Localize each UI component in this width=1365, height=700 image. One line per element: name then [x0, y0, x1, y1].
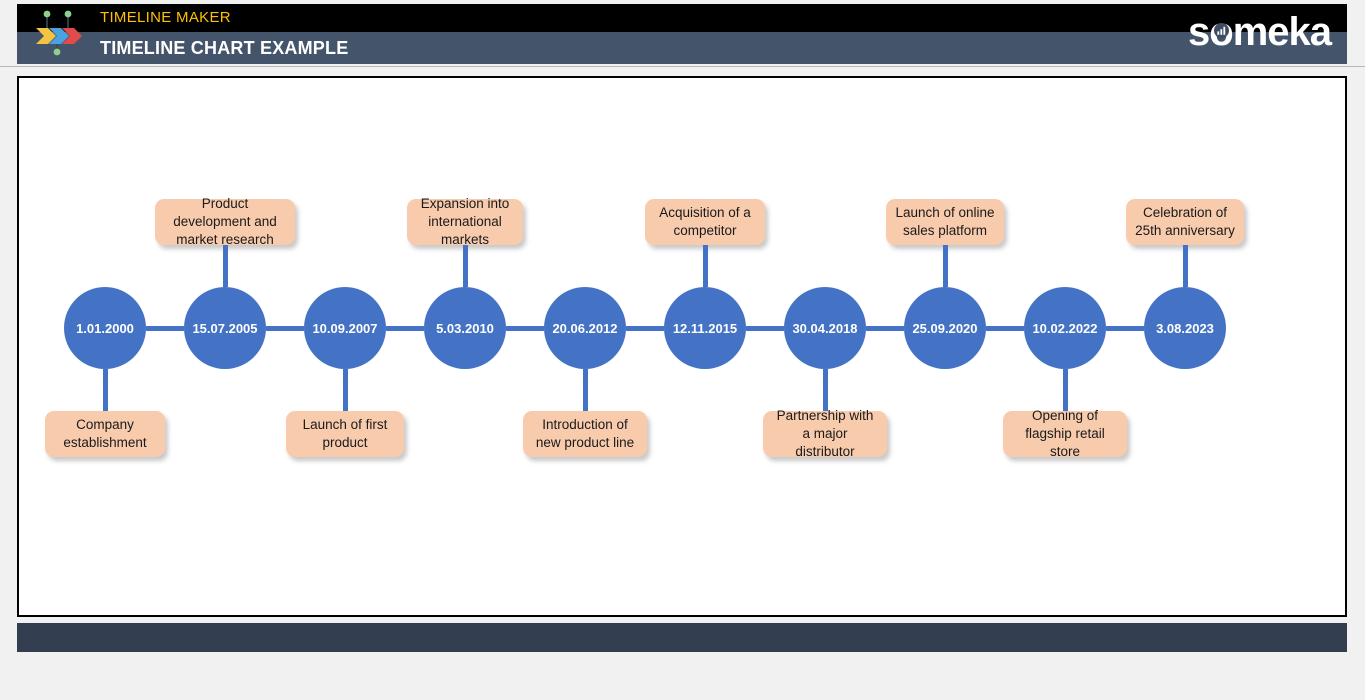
timeline-node-date: 1.01.2000	[76, 320, 134, 336]
timeline-node-date: 10.02.2022	[1032, 320, 1098, 336]
timeline-label-8[interactable]: Launch of online sales platform	[886, 199, 1004, 245]
timeline-node-date: 12.11.2015	[672, 320, 738, 336]
timeline-axis-segment	[626, 326, 664, 331]
timeline-node-2[interactable]: 15.07.2005	[184, 287, 266, 369]
footer-bar	[17, 623, 1347, 652]
timeline-connector-2	[222, 245, 228, 287]
timeline-label-6[interactable]: Acquisition of a competitor	[645, 199, 765, 245]
header-top-spacer	[0, 0, 1365, 4]
timeline-node-date: 20.06.2012	[552, 320, 618, 336]
timeline-label-text: Product development and market research	[173, 196, 277, 247]
app-header: TIMELINE MAKER TIMELINE CHART EXAMPLE so…	[0, 0, 1365, 67]
timeline-axis-segment	[506, 326, 544, 331]
timeline-label-text: Company establishment	[63, 417, 147, 450]
timeline-node-5[interactable]: 20.06.2012	[544, 287, 626, 369]
timeline-axis-segment	[746, 326, 784, 331]
timeline-node-9[interactable]: 10.02.2022	[1024, 287, 1106, 369]
timeline-label-4[interactable]: Expansion into international markets	[407, 196, 523, 247]
someka-logo-o-bar-chart-icon: o	[1209, 8, 1233, 56]
timeline-node-date: 25.09.2020	[912, 320, 978, 336]
timeline-label-7[interactable]: Partnership with a major distributor	[763, 408, 887, 459]
timeline-node-8[interactable]: 25.09.2020	[904, 287, 986, 369]
timeline-connector-6	[702, 245, 708, 287]
timeline-connector-1	[102, 369, 108, 411]
someka-logo-text-part2: meka	[1232, 10, 1332, 54]
timeline-node-3[interactable]: 10.09.2007	[304, 287, 386, 369]
timeline-label-5[interactable]: Introduction of new product line	[523, 411, 647, 457]
chevron-arrows-logo-icon	[30, 8, 94, 58]
header-divider	[0, 66, 1365, 67]
timeline-label-text: Launch of online sales platform	[895, 205, 995, 238]
timeline-connector-7	[822, 369, 828, 411]
timeline-axis-segment	[386, 326, 424, 331]
timeline-label-9[interactable]: Opening of flagship retail store	[1003, 408, 1127, 459]
timeline-axis-segment	[866, 326, 904, 331]
timeline-node-date: 5.03.2010	[436, 320, 494, 336]
timeline-connector-10	[1182, 245, 1188, 287]
timeline-node-6[interactable]: 12.11.2015	[664, 287, 746, 369]
someka-logo-text-part1: s	[1188, 10, 1210, 54]
timeline-connector-4	[462, 245, 468, 287]
timeline-connector-5	[582, 369, 588, 411]
timeline-label-10[interactable]: Celebration of 25th anniversary	[1126, 199, 1244, 245]
timeline-node-date: 30.04.2018	[792, 320, 858, 336]
timeline-label-text: Opening of flagship retail store	[1025, 408, 1105, 459]
timeline-axis-segment	[986, 326, 1024, 331]
timeline-axis-segment	[146, 326, 184, 331]
timeline-node-1[interactable]: 1.01.2000	[64, 287, 146, 369]
brand-title: TIMELINE MAKER	[100, 9, 231, 26]
timeline-label-text: Acquisition of a competitor	[659, 205, 751, 238]
page-title: TIMELINE CHART EXAMPLE	[100, 38, 349, 58]
timeline-node-date: 3.08.2023	[1156, 320, 1214, 336]
timeline-connector-3	[342, 369, 348, 411]
timeline-label-text: Partnership with a major distributor	[776, 408, 874, 459]
timeline-node-10[interactable]: 3.08.2023	[1144, 287, 1226, 369]
timeline-label-text: Introduction of new product line	[535, 417, 635, 450]
timeline-node-date: 10.09.2007	[312, 320, 378, 336]
header-slate-bar	[17, 32, 1347, 64]
timeline-label-text: Celebration of 25th anniversary	[1135, 205, 1235, 238]
timeline-label-text: Launch of first product	[302, 417, 388, 450]
timeline-axis-segment	[1106, 326, 1144, 331]
timeline-connector-9	[1062, 369, 1068, 411]
timeline-node-7[interactable]: 30.04.2018	[784, 287, 866, 369]
someka-logo: someka	[1188, 8, 1332, 56]
header-black-bar	[17, 4, 1347, 32]
timeline-node-date: 15.07.2005	[192, 320, 258, 336]
timeline-label-3[interactable]: Launch of first product	[286, 411, 404, 457]
timeline-node-4[interactable]: 5.03.2010	[424, 287, 506, 369]
timeline-connector-8	[942, 245, 948, 287]
timeline-label-1[interactable]: Company establishment	[45, 411, 165, 457]
timeline-label-text: Expansion into international markets	[420, 196, 510, 247]
timeline-label-2[interactable]: Product development and market research	[155, 196, 295, 247]
timeline-axis-segment	[266, 326, 304, 331]
